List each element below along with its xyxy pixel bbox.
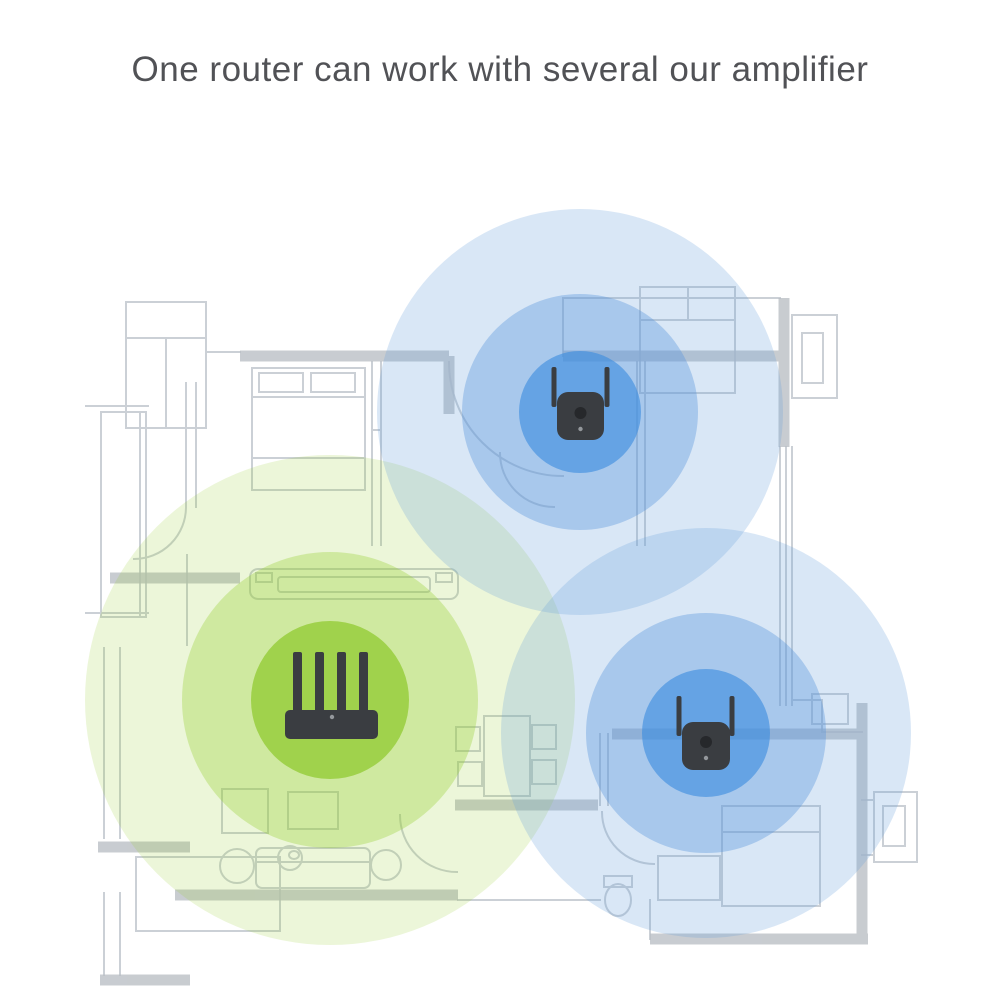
router-antenna: [293, 652, 302, 714]
router-body: [285, 710, 378, 739]
bed-top-right: [562, 286, 781, 546]
router-antenna: [359, 652, 368, 714]
wardrobe-top-left: [125, 301, 241, 429]
bed-top-left: [251, 361, 382, 546]
bed-bottom-right: [657, 693, 849, 907]
router-icon: [285, 652, 378, 739]
door-arc-left: [132, 382, 197, 646]
amplifier-lens: [700, 736, 712, 748]
wifi-amplifier-icon: [551, 367, 610, 440]
router-coverage: [85, 455, 575, 945]
amplifier-lens: [574, 407, 587, 419]
amplifier-antenna: [729, 696, 735, 736]
wifi-amplifier-icon: [676, 696, 735, 770]
tv-console: [249, 568, 459, 600]
router-led: [329, 714, 335, 720]
floor-plan-walls: [98, 298, 868, 986]
floor-plan: [85, 286, 918, 986]
amplifier-led: [578, 426, 583, 432]
sofa-group: [219, 788, 402, 889]
amplifier-antenna: [604, 367, 610, 407]
page-title: One router can work with several our amp…: [131, 50, 869, 89]
coverage-ring-inner: [251, 621, 409, 779]
amplifier-antenna: [676, 696, 682, 736]
router-antenna: [315, 652, 324, 714]
amplifier-antenna: [551, 367, 557, 407]
router-antenna: [337, 652, 346, 714]
dining-set: [455, 715, 557, 797]
window-right-upper: [779, 314, 838, 706]
amplifier-led: [703, 755, 709, 761]
bathroom: [457, 733, 656, 940]
